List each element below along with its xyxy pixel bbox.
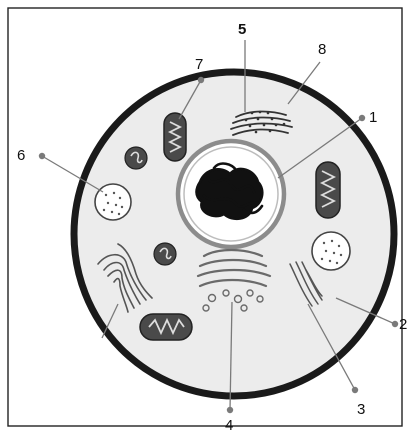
label-6: 6: [17, 147, 25, 164]
leader-dot-1: [359, 115, 365, 121]
chromatin: [197, 164, 263, 219]
label-5: 5: [238, 21, 246, 38]
label-1: 1: [369, 109, 377, 126]
leader-dot-6: [39, 153, 45, 159]
vesicle-right: [312, 232, 350, 270]
label-8: 8: [318, 41, 326, 58]
mitochondrion-upper-left: [164, 113, 186, 161]
leader-dot-4: [227, 407, 233, 413]
mitochondrion-right: [316, 162, 340, 218]
label-2: 2: [399, 316, 407, 333]
leader-dot-2: [392, 321, 398, 327]
nucleus: [178, 141, 284, 247]
leader-dot-3: [352, 387, 358, 393]
small-organelle-middle: [154, 243, 176, 265]
mitochondrion-bottom: [140, 314, 192, 340]
leader-dot-7: [198, 77, 204, 83]
label-4: 4: [225, 417, 233, 432]
label-3: 3: [357, 401, 365, 418]
label-7: 7: [195, 56, 203, 73]
vesicle-left: [95, 184, 131, 220]
small-organelle-upper: [125, 147, 147, 169]
